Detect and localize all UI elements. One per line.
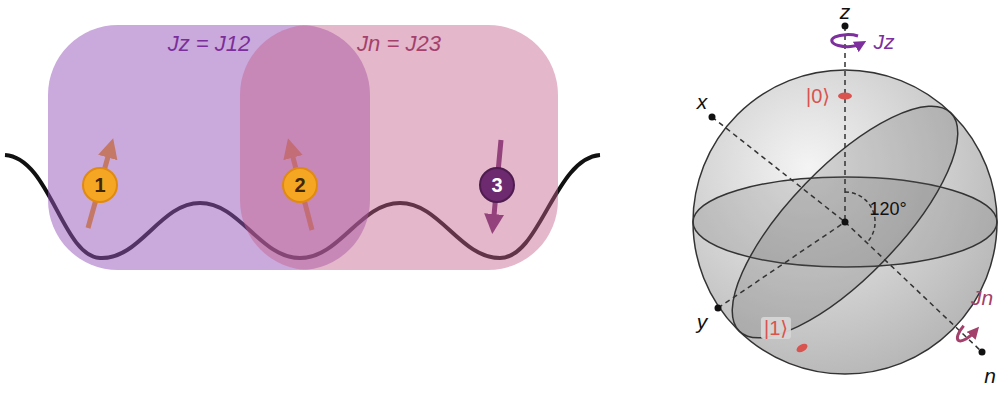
band-shape [240, 25, 558, 270]
site-number: 2 [294, 174, 305, 197]
axis-label: z [840, 0, 851, 23]
site-number: 3 [491, 174, 502, 197]
axis-label: y [697, 310, 708, 333]
site-number: 1 [94, 174, 105, 197]
angle-label: 120° [869, 200, 906, 220]
coupling-label: Jn = J23 [240, 31, 558, 57]
spin-site: 3 [479, 167, 515, 203]
state-label: |0⟩ [806, 85, 830, 107]
exchange-band: Jn = J23 [240, 25, 558, 270]
rotation-label: Jz [874, 30, 895, 53]
state-dot [795, 342, 809, 354]
spin-site: 1 [82, 167, 118, 203]
state-dot [838, 93, 852, 100]
state-label: |1⟩ [761, 317, 791, 339]
rotation-arrow [954, 323, 975, 344]
spin-site: 2 [282, 167, 318, 203]
bloch-sphere [693, 70, 997, 374]
axis-label: x [697, 90, 708, 113]
rotation-arrow [832, 35, 861, 47]
axis-label: n [984, 364, 996, 387]
rotation-label: Jn [971, 286, 993, 309]
axes [712, 26, 982, 352]
axis-dots [709, 23, 986, 356]
